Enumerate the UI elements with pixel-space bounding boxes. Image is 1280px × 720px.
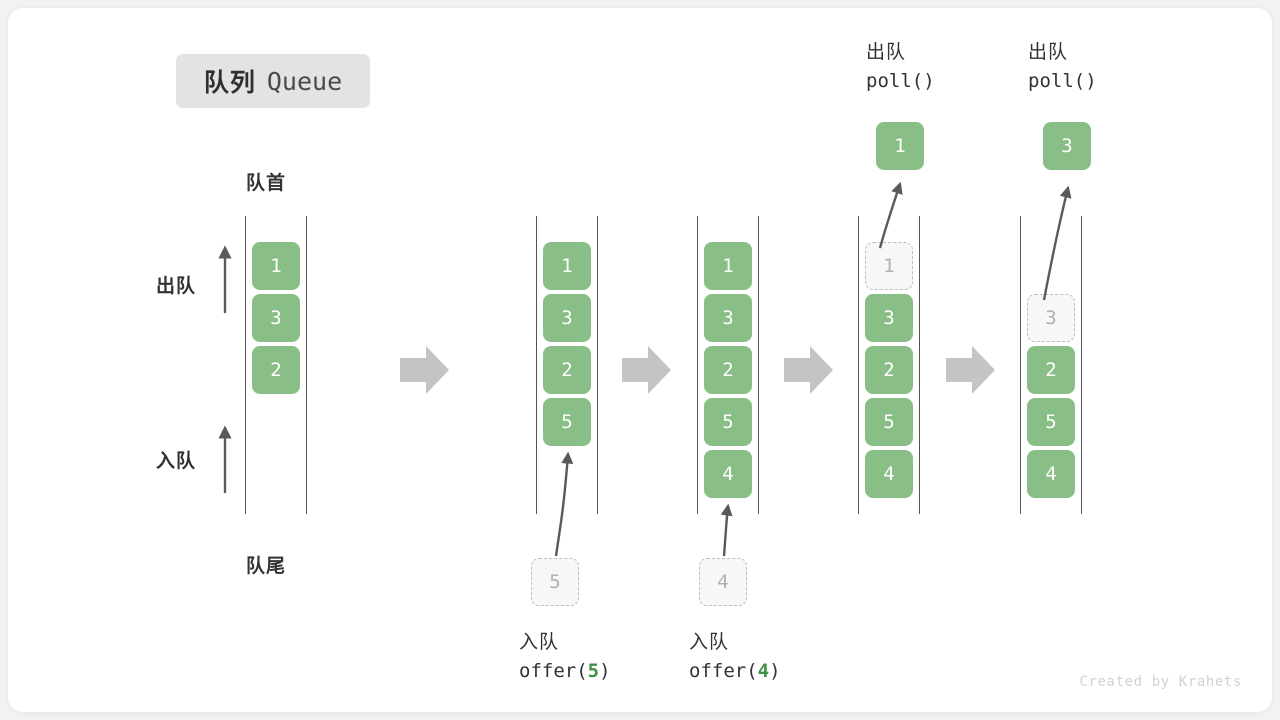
queue-rail-right [1081,216,1082,514]
operation-name-cn: 出队 [866,42,907,63]
queue-cell-removed-ghost: 3 [1027,294,1075,342]
queue-rail-left [697,216,698,514]
queue-rear-label: 队尾 [246,556,287,577]
step-arrow-icon [784,346,833,394]
step-arrow-icon [622,346,671,394]
queue-rail-right [758,216,759,514]
operation-caption-offer-5: 入队 offer(5) [519,628,611,687]
operation-code: offer(5) [519,660,611,683]
enqueue-direction-label: 入队 [156,451,197,472]
operation-name-cn: 入队 [519,632,560,653]
title-badge: 队列 Queue [176,54,370,108]
queue-cell: 3 [252,294,300,342]
diagram-card: 队列 Queue 队首 队尾 出队 入队 1 3 2 1 3 2 5 5 入队 [8,8,1272,712]
queue-rail-left [1020,216,1021,514]
operation-code: poll() [1028,70,1097,93]
queue-cell: 2 [543,346,591,394]
queue-cell: 5 [543,398,591,446]
enqueue-source-ghost-box: 4 [699,558,747,606]
step-arrow-icon [400,346,449,394]
poll-result-box: 1 [876,122,924,170]
arrows-overlay [218,181,1072,557]
enqueue-source-ghost-box: 5 [531,558,579,606]
title-cn: 队列 [203,69,256,97]
operation-code: poll() [866,70,935,93]
queue-column-initial: 1 3 2 [245,216,307,514]
queue-rail-left [858,216,859,514]
queue-rail-right [919,216,920,514]
queue-cell: 5 [704,398,752,446]
title-en: Queue [266,66,343,96]
queue-cell: 3 [865,294,913,342]
queue-cell: 2 [704,346,752,394]
queue-column-after-offer-5: 1 3 2 5 [536,216,598,514]
operation-code: offer(4) [689,660,781,683]
queue-rail-left [536,216,537,514]
operation-name-cn: 出队 [1028,42,1069,63]
operation-caption-poll-3: 出队 poll() [1028,38,1097,97]
queue-cell: 4 [704,450,752,498]
queue-rail-right [597,216,598,514]
queue-rail-right [306,216,307,514]
queue-cell: 5 [865,398,913,446]
queue-cell: 3 [543,294,591,342]
queue-cell-removed-ghost: 1 [865,242,913,290]
operation-caption-offer-4: 入队 offer(4) [689,628,781,687]
queue-cell: 2 [865,346,913,394]
step-arrow-icon [946,346,995,394]
queue-cell: 2 [1027,346,1075,394]
operation-name-cn: 入队 [689,632,730,653]
queue-cell: 2 [252,346,300,394]
queue-cell: 1 [543,242,591,290]
queue-cell: 3 [704,294,752,342]
queue-column-after-poll-3: 3 2 5 4 [1020,216,1082,514]
poll-result-box: 3 [1043,122,1091,170]
queue-front-label: 队首 [246,173,287,194]
queue-cell: 4 [865,450,913,498]
operation-caption-poll-1: 出队 poll() [866,38,935,97]
dequeue-direction-label: 出队 [156,276,197,297]
queue-cell: 5 [1027,398,1075,446]
queue-column-after-offer-4: 1 3 2 5 4 [697,216,759,514]
queue-cell: 1 [252,242,300,290]
queue-cell: 1 [704,242,752,290]
watermark-credit: Created by Krahets [1079,674,1242,690]
queue-cell: 4 [1027,450,1075,498]
queue-column-after-poll-1: 1 3 2 5 4 [858,216,920,514]
queue-rail-left [245,216,246,514]
